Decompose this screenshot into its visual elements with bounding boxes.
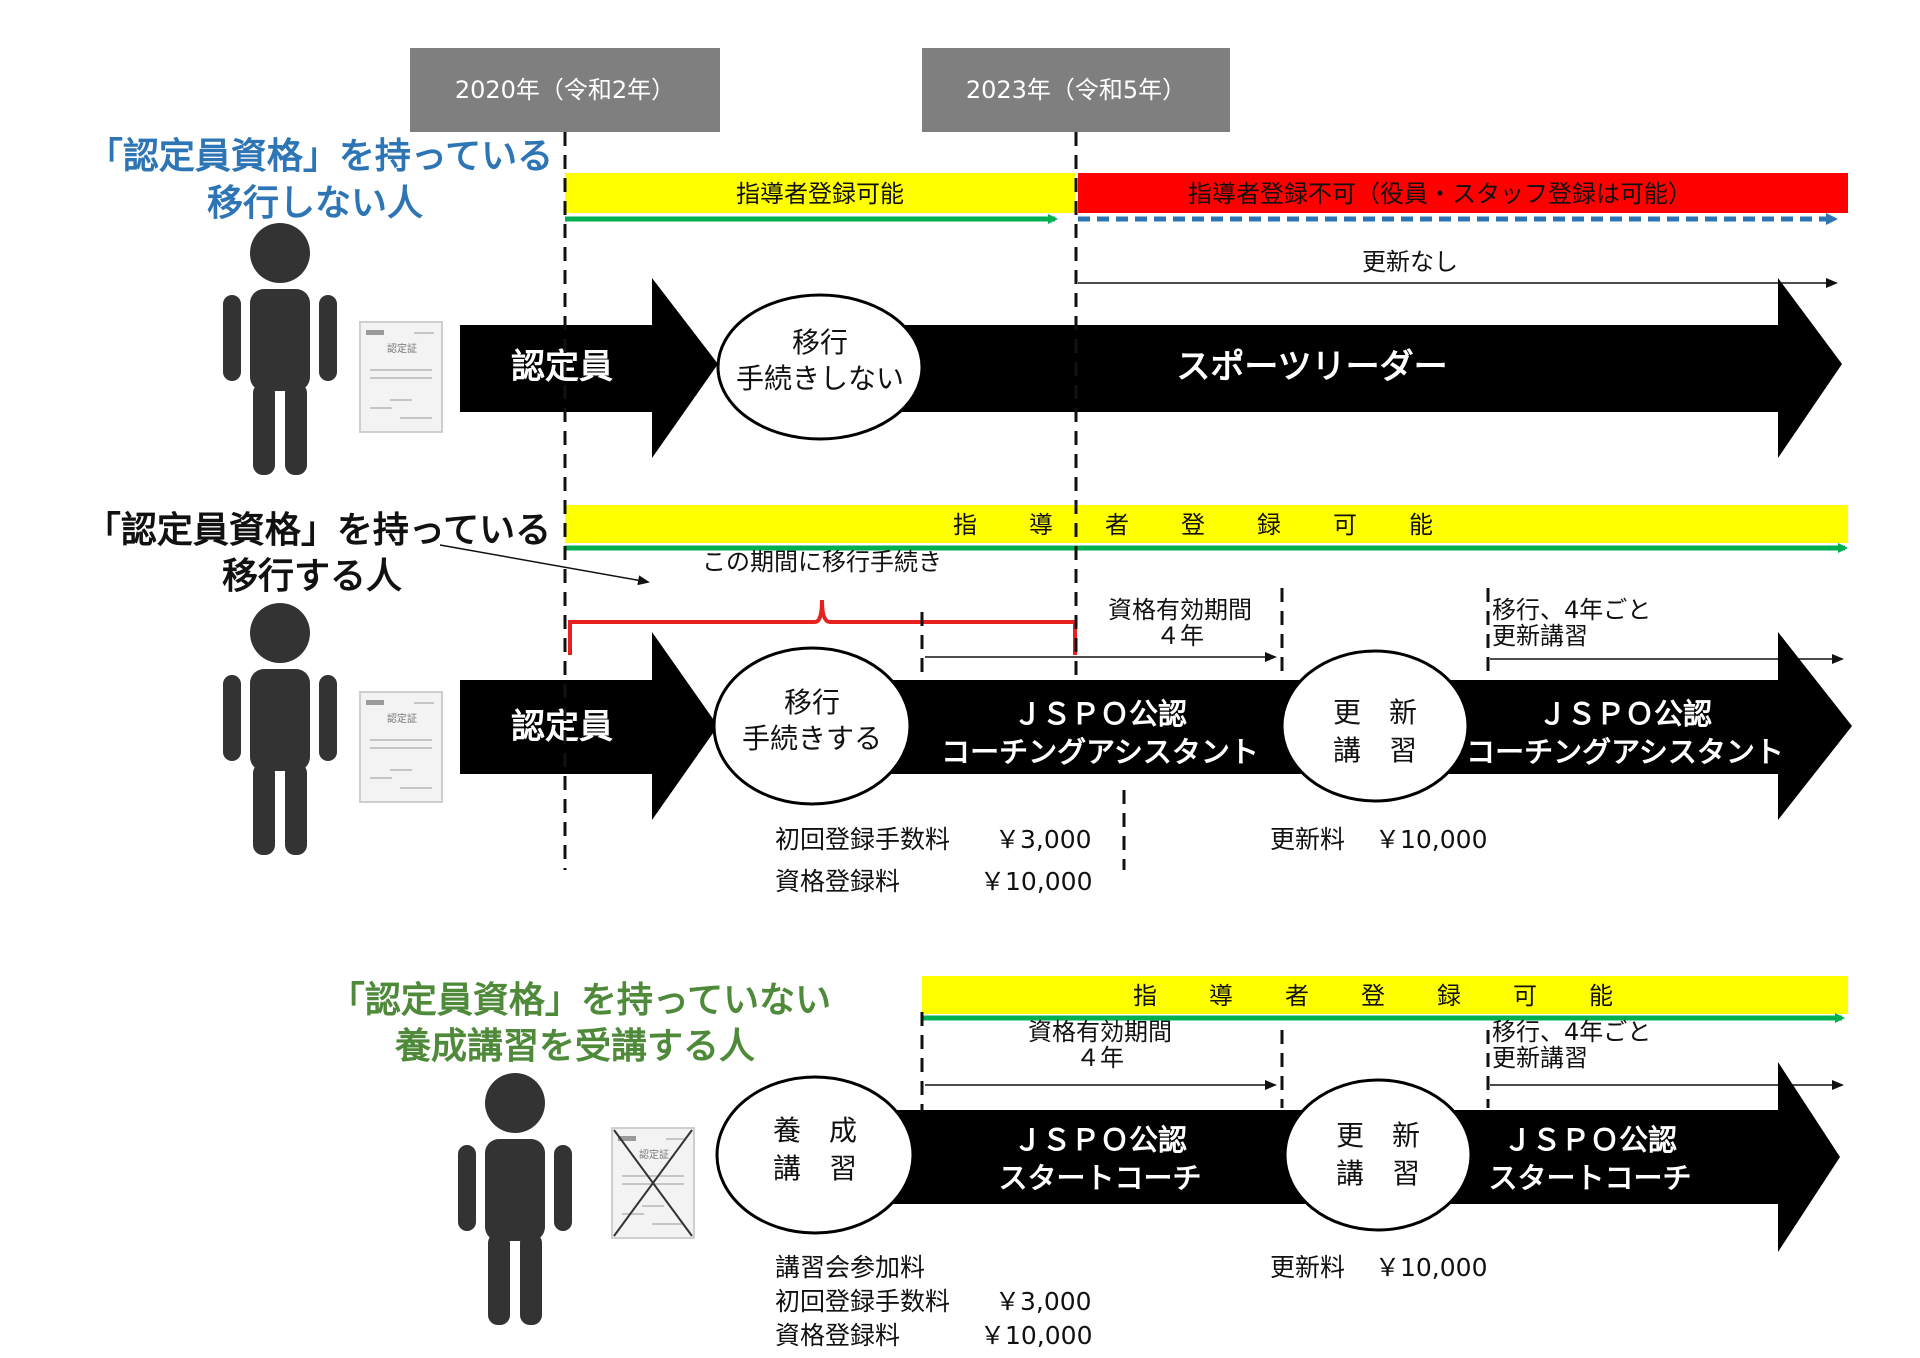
section1-circle-line2: 手続きしない [736,362,904,395]
section3-right-line2: スタートコーチ [1488,1161,1691,1195]
section2-yellow-label: 指 導 者 登 録 可 能 [953,511,1447,539]
section2-renew-fee-value: ￥10,000 [1375,825,1487,854]
section3-circle-line2: 講 習 [773,1152,857,1185]
no-renewal-label: 更新なし [1362,248,1458,276]
section2-validity-line1: 資格有効期間 [1108,596,1252,624]
section2-renew-fee-label: 更新料 [1270,825,1345,854]
person-icon [223,223,337,475]
section2-heading-line1: 「認定員資格」を持っている [85,510,551,551]
section-no-migration: 「認定員資格」を持っている 移行しない人 指導者登録可能 指導者登録不可（役員・… [87,136,1848,475]
year-label-2023: 2023年（令和5年） [966,76,1186,104]
section3-fee1-value: ￥3,000 [995,1287,1092,1316]
section3-fee0-label: 講習会参加料 [775,1253,925,1282]
registration-impossible-bar [1078,173,1848,213]
section-migration: 「認定員資格」を持っている 移行する人 指 導 者 登 録 可 能 この期間に移… [85,505,1852,896]
section3-renew-line1: 移行、4年ごと [1492,1018,1651,1046]
section3-circle-line1: 養 成 [773,1114,857,1147]
section2-right-line2: コーチングアシスタント [1466,735,1784,769]
renewal-course-circle [1280,649,1470,803]
section3-heading-line2: 養成講習を受講する人 [395,1025,755,1067]
section3-validity-line2: ４年 [1076,1044,1124,1072]
certificate-icon [359,321,443,433]
section1-circle-line1: 移行 [792,326,848,359]
section3-mid-line2: スタートコーチ [998,1161,1201,1195]
section2-mid-line2: コーチングアシスタント [941,735,1259,769]
section2-right-line1: ＪＳＰＯ公認 [1538,697,1712,731]
section2-circle-line1: 移行 [784,686,840,719]
nintei-arrow [460,632,718,820]
section1-heading-line2: 移行しない人 [207,183,423,224]
section3-validity-line1: 資格有効期間 [1028,1018,1172,1046]
migration-circle [712,646,912,806]
section2-renew-circle-line1: 更 新 [1333,696,1417,729]
renewal-course-circle [1283,1078,1473,1232]
section2-fee2-label: 資格登録料 [775,867,900,896]
person-icon [223,603,337,855]
section2-fee1-label: 初回登録手数料 [775,825,950,854]
section3-heading-line1: 「認定員資格」を持っていない [329,980,831,1021]
sports-leader-arrow [860,278,1842,458]
section1-right-arrow-label: スポーツリーダー [1176,347,1447,387]
section1-red-label: 指導者登録不可（役員・スタッフ登録は可能） [1188,180,1692,208]
section3-mid-line1: ＪＳＰＯ公認 [1013,1123,1187,1157]
section2-fee1-value: ￥3,000 [995,825,1092,854]
pointer-arrow [439,544,650,586]
section2-left-arrow-label: 認定員 [511,707,613,747]
period-note: この期間に移行手続き [702,548,942,576]
section2-mid-line1: ＪＳＰＯ公認 [1013,697,1187,731]
section3-fee2-label: 資格登録料 [775,1321,900,1350]
registration-possible-bar [565,173,1075,213]
training-course-circle [715,1075,915,1235]
section2-fee2-value: ￥10,000 [980,867,1092,896]
year-header-2023: 2023年（令和5年） [922,48,1230,132]
section1-heading-line1: 「認定員資格」を持っている [87,136,553,177]
section3-renew-circle-line2: 講 習 [1336,1157,1420,1190]
section2-renew-line2: 更新講習 [1492,622,1588,650]
section2-heading-line2: 移行する人 [222,556,402,597]
section2-circle-line2: 手続きする [742,722,882,755]
registration-possible-bar [565,505,1848,543]
section3-fee1-label: 初回登録手数料 [775,1287,950,1316]
section3-renew-fee-label: 更新料 [1270,1253,1345,1282]
nintei-arrow [460,278,718,458]
registration-possible-bar [922,976,1848,1014]
section3-yellow-label: 指 導 者 登 録 可 能 [1133,982,1627,1010]
section-new-trainee: 「認定員資格」を持っていない 養成講習を受講する人 指 導 者 登 録 可 能 … [329,976,1848,1350]
section2-renew-line1: 移行、4年ごと [1492,596,1651,624]
year-label-2020: 2020年（令和2年） [455,76,675,104]
section3-right-line1: ＪＳＰＯ公認 [1503,1123,1677,1157]
no-migration-circle [716,293,924,441]
section3-renew-line2: 更新講習 [1492,1044,1588,1072]
section1-yellow-label: 指導者登録可能 [736,180,904,208]
section3-fee2-value: ￥10,000 [980,1321,1092,1350]
section2-renew-circle-line2: 講 習 [1333,734,1417,767]
person-icon [458,1073,572,1325]
section3-renew-circle-line1: 更 新 [1336,1119,1420,1152]
certificate-icon [359,691,443,803]
migration-period-brace [568,599,1077,655]
section1-left-arrow-label: 認定員 [511,347,613,387]
section3-renew-fee-value: ￥10,000 [1375,1253,1487,1282]
section2-validity-line2: ４年 [1156,622,1204,650]
year-header-2020: 2020年（令和2年） [410,48,720,132]
